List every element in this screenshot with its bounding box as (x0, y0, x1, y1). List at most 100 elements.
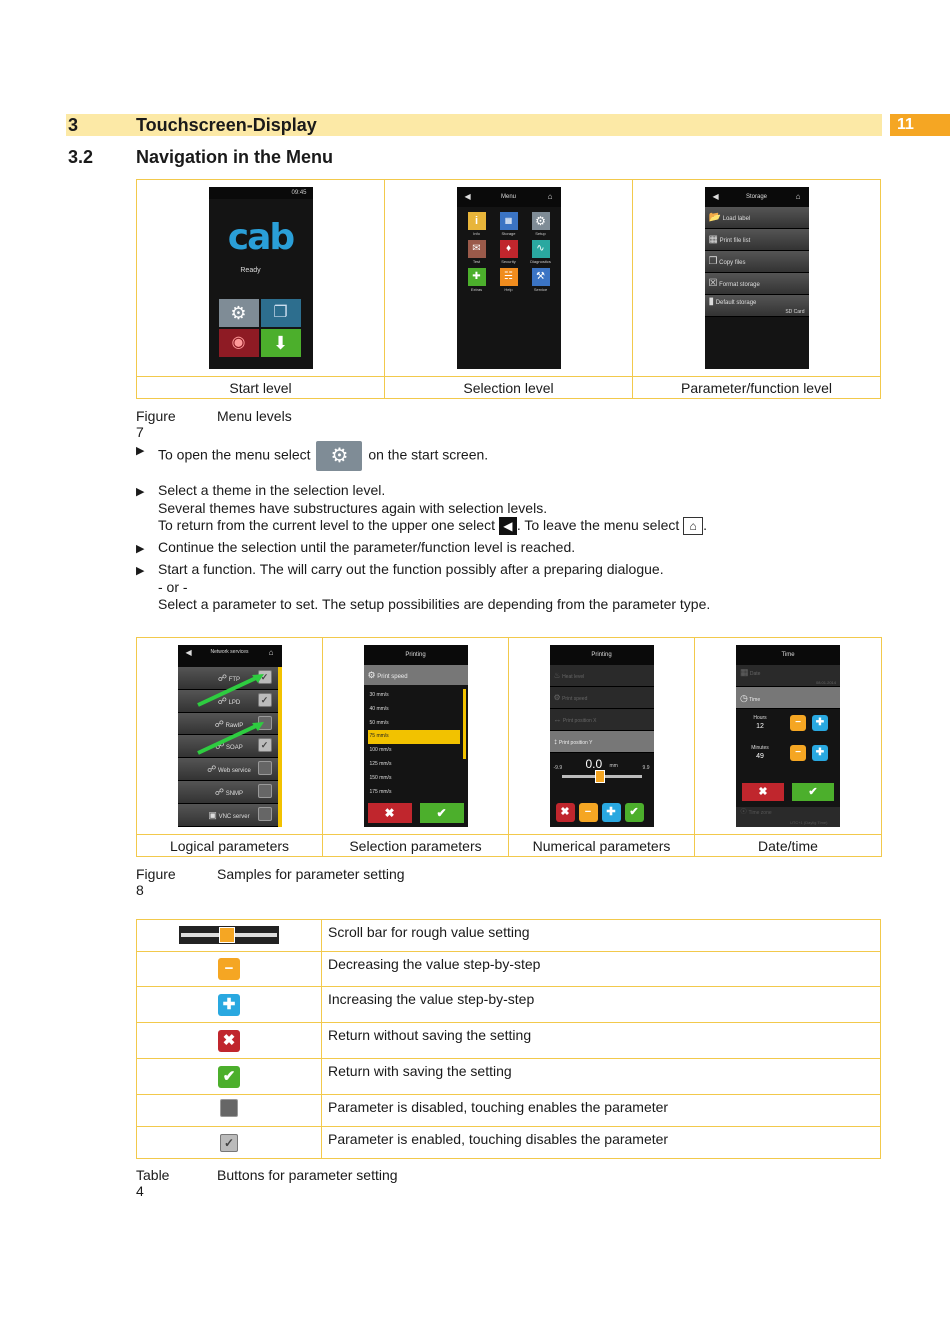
fingerprint-icon[interactable]: ◉ (218, 329, 259, 357)
copy-icon: ❐ (708, 256, 718, 267)
parameter-header-label: Print speed (377, 674, 408, 680)
network-icon: ☍ (207, 764, 217, 775)
cancel-button[interactable]: ✖ (367, 803, 412, 823)
step-text: To open the menu select (158, 446, 311, 463)
option-item[interactable]: 40 mm/s (369, 705, 389, 712)
security-icon: ♦ (499, 240, 518, 258)
option-item[interactable]: 125 mm/s (369, 760, 392, 767)
scrollbar[interactable] (277, 667, 282, 827)
hours-increase-button[interactable]: ✚ (812, 715, 828, 731)
start-level-screen: 09:45 cab Ready ⚙ ❐ ◉ ⬇ (208, 187, 313, 369)
step-text: . To leave the menu select (516, 517, 680, 533)
list-item[interactable]: ❐ Copy files (704, 251, 809, 273)
cancel-button[interactable]: ✖ (742, 783, 784, 801)
list-item-dimmed[interactable]: ⚙ Print speed (549, 687, 654, 709)
table-cell: Increasing the value step-by-step (321, 986, 881, 1023)
service-icon: ⚒ (531, 268, 550, 286)
back-icon[interactable]: ◀ (185, 648, 192, 657)
list-item[interactable]: ▦ Print file list (704, 229, 809, 251)
time-editor: Hours 12 − ✚ Minutes 49 − ✚ (736, 709, 840, 779)
screen-title: Menu (500, 194, 516, 200)
back-icon[interactable]: ◀ (712, 192, 719, 201)
checkbox-enabled-icon[interactable]: ✓ (257, 738, 272, 753)
option-item-selected[interactable]: 75 mm/s (367, 730, 460, 745)
back-icon[interactable]: ◀ (464, 192, 471, 201)
option-item[interactable]: 50 mm/s (369, 719, 389, 726)
list-item[interactable]: ☒ Format storage (704, 273, 809, 295)
list-item[interactable]: ☍ LPD✓ (177, 689, 278, 713)
menu-item-test[interactable]: ✉Test (461, 240, 493, 264)
list-item-label: Load label (722, 216, 751, 222)
checkbox-disabled-icon (220, 1099, 238, 1117)
option-item[interactable]: 150 mm/s (369, 774, 392, 781)
close-icon: ✖ (218, 1029, 240, 1052)
feed-down-icon[interactable]: ⬇ (260, 329, 301, 357)
confirm-button[interactable]: ✔ (624, 803, 644, 822)
list-item-active[interactable]: ↕ Print position Y (549, 731, 654, 753)
checkbox-disabled-icon[interactable] (257, 806, 272, 821)
caption-logical-parameters: Logical parameters (136, 834, 323, 857)
list-item[interactable]: ☍ SNMP (177, 780, 278, 804)
list-icon: ▦ (708, 234, 718, 245)
list-item-dimmed[interactable]: ♨ Heat level (549, 665, 654, 687)
decrease-button[interactable]: − (578, 803, 598, 822)
window-icon[interactable]: ❐ (260, 299, 301, 327)
confirm-button[interactable]: ✔ (792, 783, 834, 801)
table-title: Buttons for parameter setting (217, 1167, 398, 1183)
menu-item-help[interactable]: ☵Help (493, 268, 525, 292)
hours-decrease-button[interactable]: − (790, 715, 806, 731)
menu-item-diagnostics[interactable]: ∿Diagnostics (525, 240, 557, 264)
minutes-label: Minutes (751, 745, 769, 751)
list-item[interactable]: ☍ RawIP (177, 712, 278, 736)
list-item-active[interactable]: ◷ Time (736, 687, 840, 709)
info-icon: i (467, 212, 486, 230)
menu-item-security[interactable]: ♦Security (493, 240, 525, 264)
checkbox-disabled-icon[interactable] (257, 783, 272, 798)
caption-selection-parameters: Selection parameters (322, 834, 509, 857)
list-item-dimmed[interactable]: ↔ Print position X (549, 709, 654, 731)
table-row: ✖ Return without saving the setting (136, 1022, 881, 1059)
list-item[interactable]: ☍ Web service (177, 758, 278, 781)
figure8-table: ◀ Network services ⌂ ☍ FTP✓ ☍ LPD✓ ☍ Raw… (136, 637, 882, 857)
menu-item-service[interactable]: ⚒Service (525, 268, 557, 292)
gear-icon[interactable]: ⚙ (218, 299, 259, 327)
menu-item-extras[interactable]: ✚Extras (461, 268, 493, 292)
cancel-sample: ✖ (136, 1022, 322, 1059)
list-item-label: Time (749, 697, 761, 703)
menu-label: Storage (501, 231, 516, 236)
disabled-sample (136, 1094, 322, 1127)
confirm-button[interactable]: ✔ (419, 803, 464, 823)
menu-item-storage[interactable]: ▦Storage (493, 212, 525, 236)
menu-label: Info (473, 231, 480, 236)
increase-button[interactable]: ✚ (601, 803, 621, 822)
slider-min: -9.9 (553, 765, 563, 771)
home-icon[interactable]: ⌂ (547, 192, 553, 201)
parameter-level-screen: ◀ Storage ⌂ 📂 Load label ▦ Print file li… (704, 187, 809, 369)
option-item[interactable]: 175 mm/s (369, 788, 392, 795)
bullet-triangle-icon: ▶ (136, 543, 145, 555)
menu-item-setup[interactable]: ⚙Setup (525, 212, 557, 236)
option-item[interactable]: 100 mm/s (369, 747, 392, 754)
minutes-increase-button[interactable]: ✚ (812, 745, 828, 761)
list-item[interactable]: ▣ VNC server (177, 803, 278, 827)
step-body: Start a function. The will carry out the… (158, 561, 710, 614)
list-item[interactable]: 📂 Load label (704, 207, 809, 229)
section-title: Navigation in the Menu (136, 147, 334, 167)
scrollbar[interactable] (462, 689, 466, 759)
home-icon[interactable]: ⌂ (268, 648, 274, 657)
home-icon[interactable]: ⌂ (795, 192, 801, 201)
table-cell: Return without saving the setting (321, 1022, 881, 1059)
checkbox-enabled-icon[interactable]: ✓ (257, 692, 272, 707)
step-text: Several themes have substructures again … (158, 499, 548, 516)
screen-title: Time (781, 652, 795, 658)
option-item[interactable]: 30 mm/s (369, 692, 389, 698)
minutes-decrease-button[interactable]: − (790, 745, 806, 761)
checkbox-disabled-icon[interactable] (257, 761, 272, 776)
hours-label: Hours (753, 715, 767, 721)
cancel-button[interactable]: ✖ (555, 803, 575, 822)
slider-thumb[interactable] (594, 770, 605, 783)
